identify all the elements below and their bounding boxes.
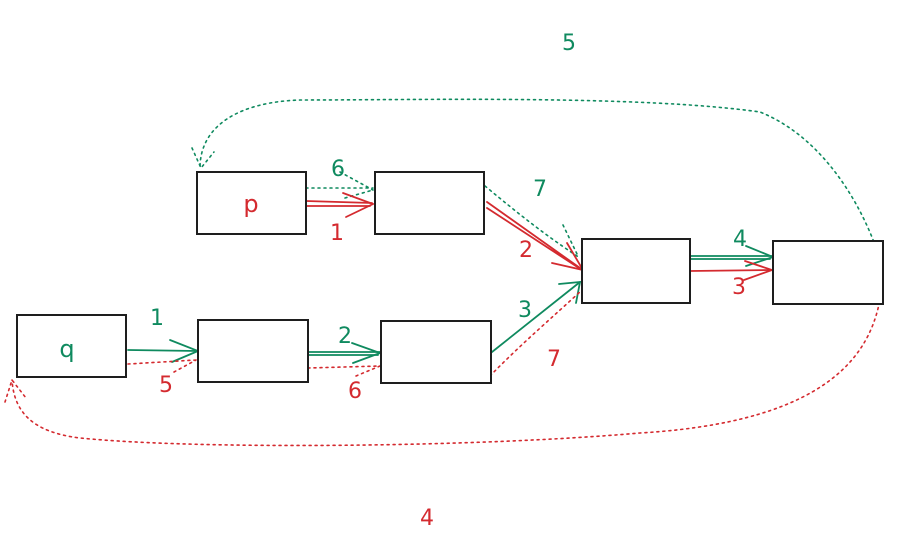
label-red-p-b1: 1 (330, 221, 344, 246)
green-edge-q-b2 (127, 349, 199, 352)
red-loop-arrowhead (4, 378, 27, 403)
label-red-b3-merge: 7 (547, 347, 561, 372)
label-green-b3-merge: 3 (518, 298, 532, 323)
green-edge-p-b1 (305, 171, 374, 199)
node-q-label: q (59, 335, 74, 363)
label-green-loop: 5 (562, 31, 576, 56)
node-b1 (374, 171, 485, 235)
red-loop-back-path (11, 271, 884, 447)
red-edge-b3-merge (489, 289, 583, 377)
green-loop-arrowhead (191, 147, 215, 170)
label-green-p-b1: 6 (331, 157, 345, 182)
node-p-label: p (243, 190, 258, 218)
green-edge-b1-merge (484, 185, 581, 259)
green-loop-back-path (199, 98, 884, 271)
node-b2 (197, 319, 309, 383)
node-b3 (380, 320, 492, 384)
green-edge-b3-merge (491, 281, 581, 353)
label-red-b2-b3: 6 (348, 379, 362, 404)
label-green-q-b2: 1 (150, 306, 164, 331)
green-arrowhead-b2-b3 (351, 342, 383, 364)
label-green-merge-end: 4 (733, 227, 747, 252)
label-red-merge-end: 3 (732, 275, 746, 300)
green-edge-merge-end (689, 255, 773, 260)
red-edge-b2-b3 (307, 365, 381, 377)
red-arrowhead-p-b1 (342, 192, 376, 218)
green-arrowhead-b3-merge (558, 280, 582, 304)
label-red-b1-merge: 2 (519, 238, 533, 263)
label-red-q-b2: 5 (159, 373, 173, 398)
label-red-loop: 4 (420, 506, 434, 531)
red-edge-p-b1 (305, 200, 373, 207)
red-edge-b1-merge (486, 201, 583, 271)
node-q: q (16, 314, 127, 378)
node-end (772, 240, 884, 305)
label-green-b2-b3: 2 (338, 324, 352, 349)
red-edge-q-b2 (127, 359, 197, 373)
red-edge-merge-end (689, 269, 773, 272)
node-merge (581, 238, 691, 304)
label-green-b1-merge: 7 (533, 177, 547, 202)
green-edge-b2-b3 (307, 351, 381, 356)
node-p: p (196, 171, 307, 235)
